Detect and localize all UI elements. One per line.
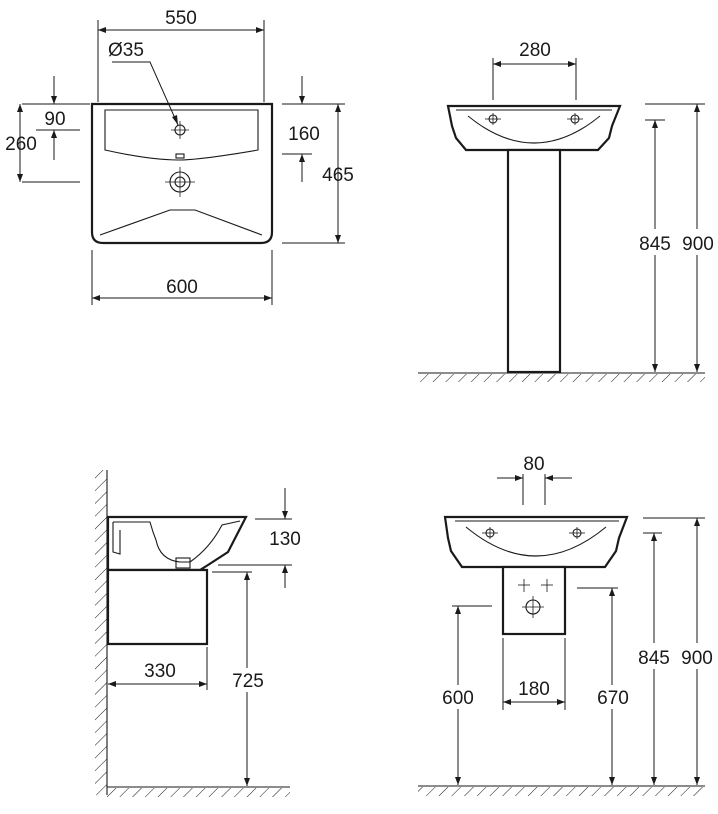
dim-330-label: 330 bbox=[144, 661, 176, 682]
dim-80-label: 80 bbox=[523, 454, 544, 475]
pedestal-tap-left bbox=[485, 113, 501, 125]
dim-600-label: 600 bbox=[166, 277, 198, 298]
semi-front-tap-right bbox=[569, 527, 585, 539]
pedestal-basin bbox=[446, 104, 622, 152]
dim-260-label: 260 bbox=[5, 134, 37, 155]
top-view: 550 Ø35 90 260 160 465 bbox=[5, 8, 354, 305]
dim-725-label: 725 bbox=[232, 671, 264, 692]
dim-hole-diameter-label: Ø35 bbox=[108, 40, 144, 61]
basin-bowl bbox=[104, 109, 259, 161]
pedestal-front-view: 280 845 900 bbox=[418, 40, 716, 382]
semi-front-tap-left bbox=[482, 527, 498, 539]
floor-hatch-2 bbox=[107, 788, 290, 797]
side-semi-pedestal bbox=[106, 568, 209, 646]
dim-845-label: 845 bbox=[639, 234, 671, 255]
dim-465-label: 465 bbox=[322, 165, 354, 186]
semi-front-basin bbox=[443, 515, 629, 569]
dim-845-label-2: 845 bbox=[638, 648, 670, 669]
dim-90-label: 90 bbox=[44, 109, 65, 130]
dim-900-label-2: 900 bbox=[681, 648, 713, 669]
dim-550-label: 550 bbox=[165, 8, 197, 29]
semi-pedestal-front-view: 80 180 600 670 845 900 bbox=[418, 454, 716, 796]
floor-hatch-3 bbox=[418, 787, 705, 796]
pedestal-tap-right bbox=[567, 113, 583, 125]
dim-280-label: 280 bbox=[519, 40, 551, 61]
dim-180-label: 180 bbox=[518, 679, 550, 700]
dim-900-label: 900 bbox=[682, 234, 714, 255]
basin-outline bbox=[90, 102, 274, 245]
floor-hatch-1 bbox=[418, 374, 705, 382]
dim-670-label: 670 bbox=[597, 688, 629, 709]
dim-600-height-label: 600 bbox=[442, 688, 474, 709]
dim-130-label: 130 bbox=[269, 529, 301, 550]
semi-pedestal-side-view: 130 725 330 bbox=[95, 470, 301, 797]
pedestal-column bbox=[506, 148, 562, 374]
wall-hatch bbox=[95, 470, 107, 795]
dim-160-label: 160 bbox=[288, 124, 320, 145]
